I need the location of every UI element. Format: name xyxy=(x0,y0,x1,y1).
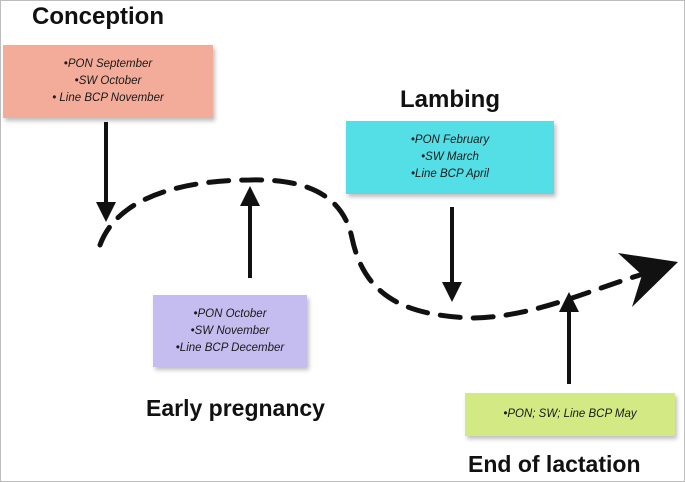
lambing-line-1: •PON February xyxy=(410,134,490,146)
conception-box: •PON September •SW October • Line BCP No… xyxy=(3,45,213,118)
end-of-lactation-box: •PON; SW; Line BCP May xyxy=(465,393,675,436)
cycle-end-arrowhead xyxy=(618,253,678,307)
end-of-lactation-heading: End of lactation xyxy=(468,451,641,477)
early-pregnancy-box: •PON October •SW November •Line BCP Dece… xyxy=(153,295,307,367)
lambing-box: •PON February •SW March •Line BCP April xyxy=(346,121,554,194)
conception-line-2: •SW October xyxy=(74,75,142,87)
early-pregnancy-line-1: •PON October xyxy=(193,307,267,320)
lambing-line-3: •Line BCP April xyxy=(411,168,489,180)
early-pregnancy-line-2: •SW November xyxy=(190,324,270,337)
early-pregnancy-heading: Early pregnancy xyxy=(146,395,325,421)
early-pregnancy-line-3: •Line BCP December xyxy=(175,341,285,354)
conception-line-3: • Line BCP November xyxy=(52,92,164,104)
lambing-heading: Lambing xyxy=(400,86,500,113)
conception-line-1: •PON September xyxy=(63,58,153,70)
lambing-line-2: •SW March xyxy=(421,151,479,163)
end-of-lactation-line-1: •PON; SW; Line BCP May xyxy=(503,408,637,420)
cycle-dashed-curve xyxy=(97,177,643,321)
conception-heading: Conception xyxy=(32,3,164,30)
